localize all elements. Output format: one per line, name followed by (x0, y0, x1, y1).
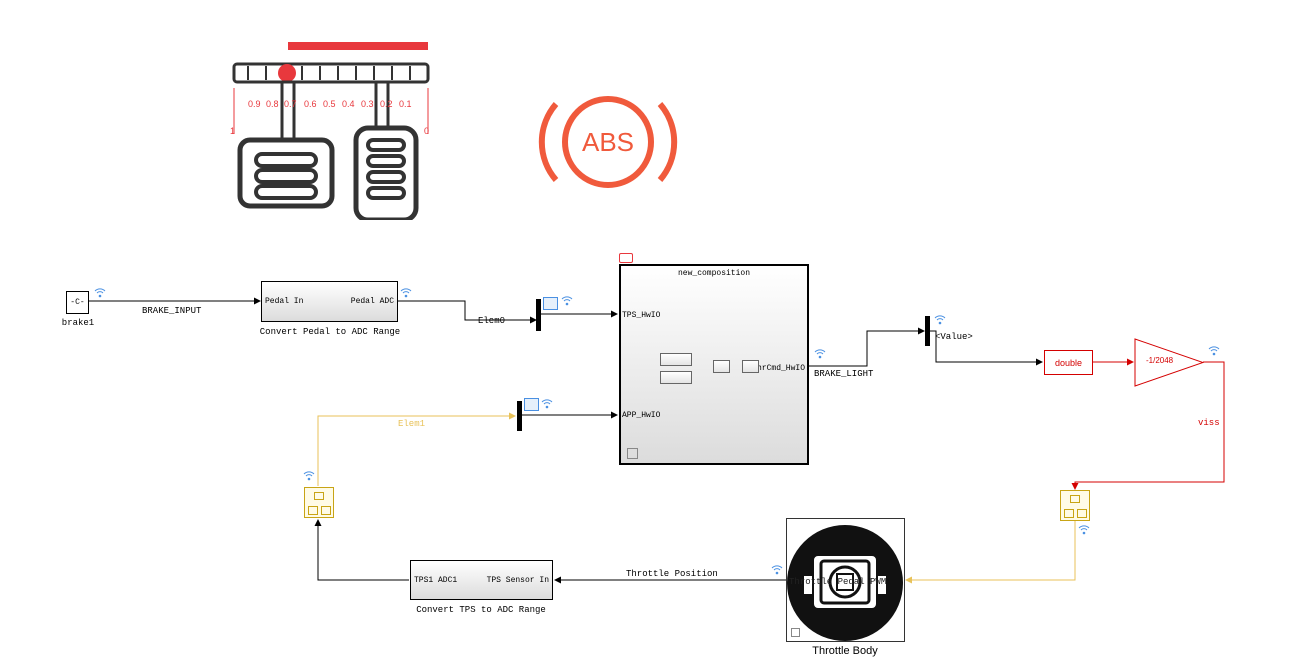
tps-hwio-port: TPS_HwIO (622, 311, 661, 320)
convert-pedal-caption: Convert Pedal to ADC Range (259, 327, 401, 337)
bus-selector-1[interactable] (536, 299, 541, 331)
tick-label: 1 (230, 126, 236, 136)
signal-brake-input: BRAKE_INPUT (142, 306, 202, 316)
interface-block-left[interactable] (304, 487, 334, 518)
throttle-pedal-pwm-port: Throttle Pedal PWM (789, 577, 887, 587)
inner-component-block (660, 353, 692, 366)
wifi-icon (934, 315, 946, 325)
tick-label: 0.6 (304, 99, 317, 109)
pedal-level-bar (288, 42, 428, 50)
display-icon (543, 297, 558, 310)
convert-pedal-block[interactable]: Pedal In Pedal ADC (261, 281, 398, 322)
interface-block-right[interactable] (1060, 490, 1090, 521)
wire-elem1 (317, 412, 516, 486)
pedal-gauge-image: 1 0.9 0.8 0.7 0.6 0.5 0.4 0.3 0.2 0.1 0 (226, 40, 436, 223)
interface-icon (314, 492, 324, 500)
constant-symbol: -C- (70, 298, 85, 307)
double-label: double (1054, 357, 1083, 368)
wifi-icon (94, 288, 106, 298)
tick-label: 0.7 (284, 99, 297, 109)
throttle-body-icon (787, 525, 903, 641)
brake1-caption: brake1 (61, 318, 95, 328)
composition-badge-icon (619, 253, 633, 263)
signal-elem0: Elem0 (478, 316, 506, 326)
new-composition-subsystem[interactable]: new_composition TPS_HwIO APP_HwIO ThrCmd… (619, 264, 809, 465)
tick-label: 0.2 (380, 99, 393, 109)
signal-viss: viss (1198, 418, 1220, 428)
wifi-icon (303, 471, 315, 481)
tick-label: 0.8 (266, 99, 279, 109)
abs-text: ABS (581, 127, 635, 157)
tick-label: 0.9 (248, 99, 261, 109)
abs-warning-icon: ABS (538, 92, 678, 192)
subsystem-link-icon (627, 448, 638, 459)
pedal-in-port: Pedal In (265, 297, 304, 306)
inner-component-block (713, 360, 730, 373)
tps1-adc1-port: TPS1 ADC1 (414, 576, 458, 585)
wire-viss (1071, 361, 1225, 490)
composition-title: new_composition (677, 269, 750, 278)
wire-brake-light (809, 327, 925, 367)
interface-icon (1064, 509, 1074, 518)
tick-label: 0.3 (361, 99, 374, 109)
signal-brake-light: BRAKE_LIGHT (814, 369, 874, 379)
wifi-icon (561, 296, 573, 306)
bus-selector-3[interactable] (925, 316, 930, 346)
signal-value: <Value> (935, 332, 973, 342)
bus-selector-2[interactable] (517, 401, 522, 431)
tps-sensor-in-port: TPS Sensor In (486, 576, 549, 585)
interface-icon (1077, 509, 1087, 518)
brake1-constant-block[interactable]: -C- (66, 291, 89, 314)
gain-label: -1/2048 (1146, 356, 1174, 365)
wire-value (930, 330, 1043, 366)
interface-icon (308, 506, 318, 515)
interface-icon (321, 506, 331, 515)
inner-component-block (660, 371, 692, 384)
pedal-gauge-graphic (232, 42, 430, 223)
tick-label: 0.4 (342, 99, 355, 109)
display-icon (524, 398, 539, 411)
pedal-adc-port: Pedal ADC (350, 297, 394, 306)
interface-icon (1070, 495, 1080, 503)
tick-label: 0.5 (323, 99, 336, 109)
wire-yellow-throttle (905, 520, 1076, 584)
tick-label: 0 (424, 126, 430, 136)
pedal-level-knob (278, 64, 296, 82)
wifi-icon (1078, 525, 1090, 535)
wifi-icon (771, 565, 783, 575)
throttle-body-caption: Throttle Body (812, 645, 878, 657)
app-hwio-port: APP_HwIO (622, 411, 661, 420)
wifi-icon (1208, 346, 1220, 356)
double-convert-block[interactable]: double (1044, 350, 1093, 375)
throttle-body-block[interactable]: Throttle Pedal PWM (786, 518, 905, 642)
wifi-icon (814, 349, 826, 359)
convert-tps-caption: Convert TPS to ADC Range (416, 605, 546, 615)
tick-label: 0.1 (399, 99, 412, 109)
signal-throttle-position: Throttle Position (626, 569, 718, 579)
wire-elem0 (398, 300, 537, 324)
subsystem-arrow-icon (791, 628, 800, 637)
convert-tps-block[interactable]: TPS1 ADC1 TPS Sensor In (410, 560, 553, 600)
thrcmd-hwio-port: ThrCmd_HwIO (752, 364, 805, 373)
gain-block[interactable]: -1/2048 (1134, 338, 1205, 387)
wifi-icon (541, 399, 553, 409)
wifi-icon (400, 288, 412, 298)
signal-elem1: Elem1 (398, 419, 426, 429)
wire-tps1 (314, 519, 409, 581)
inner-component-block (742, 360, 759, 373)
